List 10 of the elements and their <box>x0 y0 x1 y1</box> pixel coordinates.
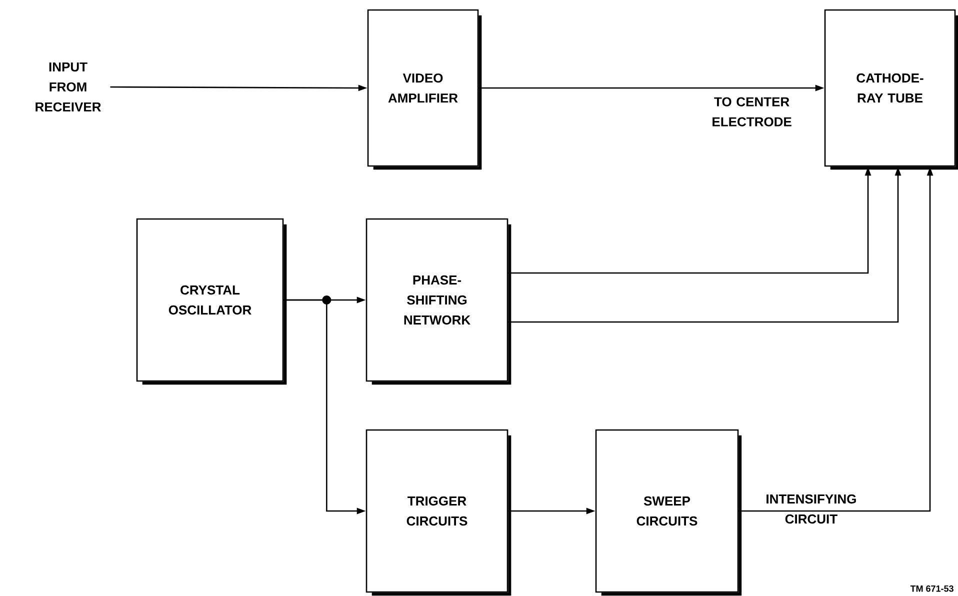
figure-number: TM 671-53 <box>910 585 954 592</box>
block-box: CRYSTAL OSCILLATOR <box>136 218 287 385</box>
block-box: TRIGGER CIRCUITS <box>366 429 512 596</box>
edge-label: TO CENTER ELECTRODE <box>712 97 792 126</box>
block-box: SWEEP CIRCUITS <box>595 429 742 596</box>
block-box: CATHODE-RAY TUBE <box>824 9 958 170</box>
block-box: PHASE-SHIFTING NETWORK <box>366 218 512 385</box>
block-box: VIDEO AMPLIFIER <box>367 9 482 170</box>
edge-label: INTENSIFYING CIRCUIT <box>766 494 856 524</box>
input-label: INPUT FROM RECEIVER <box>36 62 101 112</box>
